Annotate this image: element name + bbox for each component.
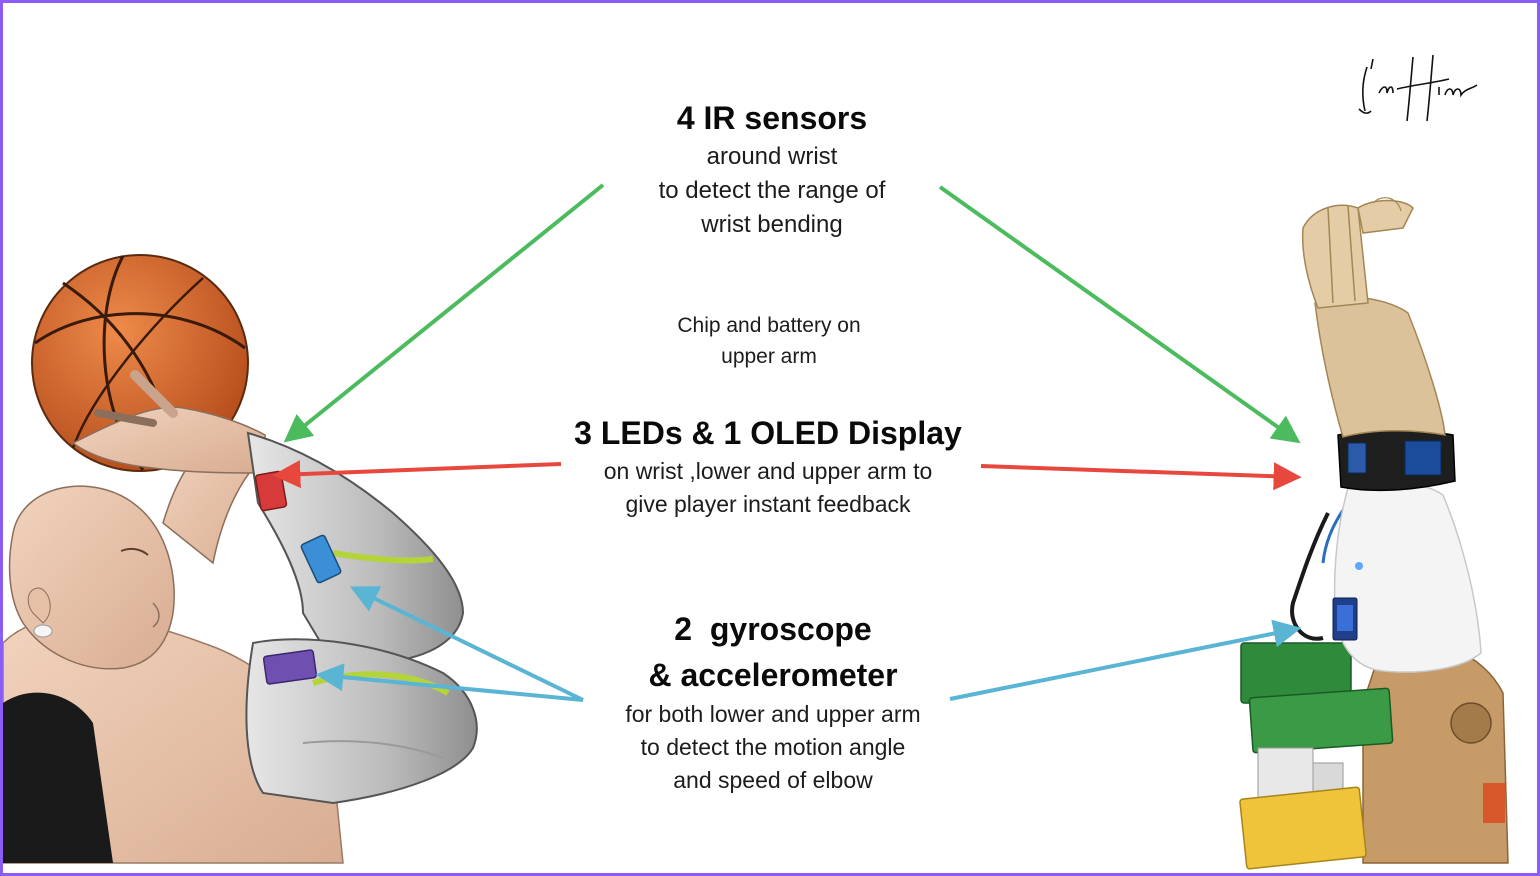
prototype-illustration [1239,197,1509,870]
gyro-arrow-upper-arm [315,663,584,702]
led-desc-line-1: on wrist ,lower and upper arm to [603,458,933,484]
led-oled-description: on wrist ,lower and upper arm to give pl… [553,455,983,521]
green-board-bottom [1248,687,1394,754]
ir-sensor-description: around wrist to detect the range of wris… [607,140,937,242]
lower-arm-sensor-band [300,534,342,584]
white-sleeve [1333,481,1482,673]
player-illustration [3,254,478,864]
ir-desc-line-3: wrist bending [701,211,843,238]
led-oled-title: 3 LEDs & 1 OLED Display [574,415,962,451]
gyro-accel-description: for both lower and upper arm to detect t… [593,698,953,797]
gyro-arrow-right [949,619,1302,701]
gyro-title-line-2: & accelerometer [648,657,898,693]
ir-desc-line-1: around wrist [706,143,838,170]
gyro-arrow-lower-arm [349,586,584,702]
led-desc-line-2: give player instant feedback [625,491,911,517]
gyro-desc-line-3: and speed of elbow [673,767,873,793]
chip-battery-label: Chip and battery on upper arm [619,310,919,372]
wrist-sensor-band [254,470,288,512]
ir-sensor-title: 4 IR sensors [676,100,868,136]
ir-arrow-left [283,183,605,443]
gyro-desc-line-1: for both lower and upper arm [625,701,921,727]
illustration-canvas [3,183,1509,870]
cardboard-base [1362,639,1509,864]
wooden-forearm [1314,296,1446,438]
ir-arrows [283,183,1301,444]
led-arrow-right [980,462,1302,491]
gyro-accel-title: 2 gyroscope & accelerometer [593,606,953,698]
gyro-desc-line-2: to detect the motion angle [640,734,906,760]
ir-arrow-right [938,185,1301,444]
ir-desc-line-2: to detect the range of [658,177,886,204]
chip-desc-line-2: upper arm [721,345,817,368]
led-arrow-left [272,460,562,489]
gyro-accel-label: 2 gyroscope & accelerometer for both low… [593,606,953,797]
yellow-board [1239,786,1367,870]
led-oled-label: 3 LEDs & 1 OLED Display on wrist ,lower … [553,411,983,521]
gyro-arrows [315,586,1302,702]
gyro-title-line-1: 2 gyroscope [674,611,872,647]
chip-desc-line-1: Chip and battery on [677,314,861,337]
upper-arm-sensor-band [262,649,318,685]
led-arrows [272,460,1302,491]
ir-sensor-label: 4 IR sensors around wrist to detect the … [607,96,937,242]
wooden-hand [1301,204,1369,309]
signature-logo [1358,54,1478,122]
